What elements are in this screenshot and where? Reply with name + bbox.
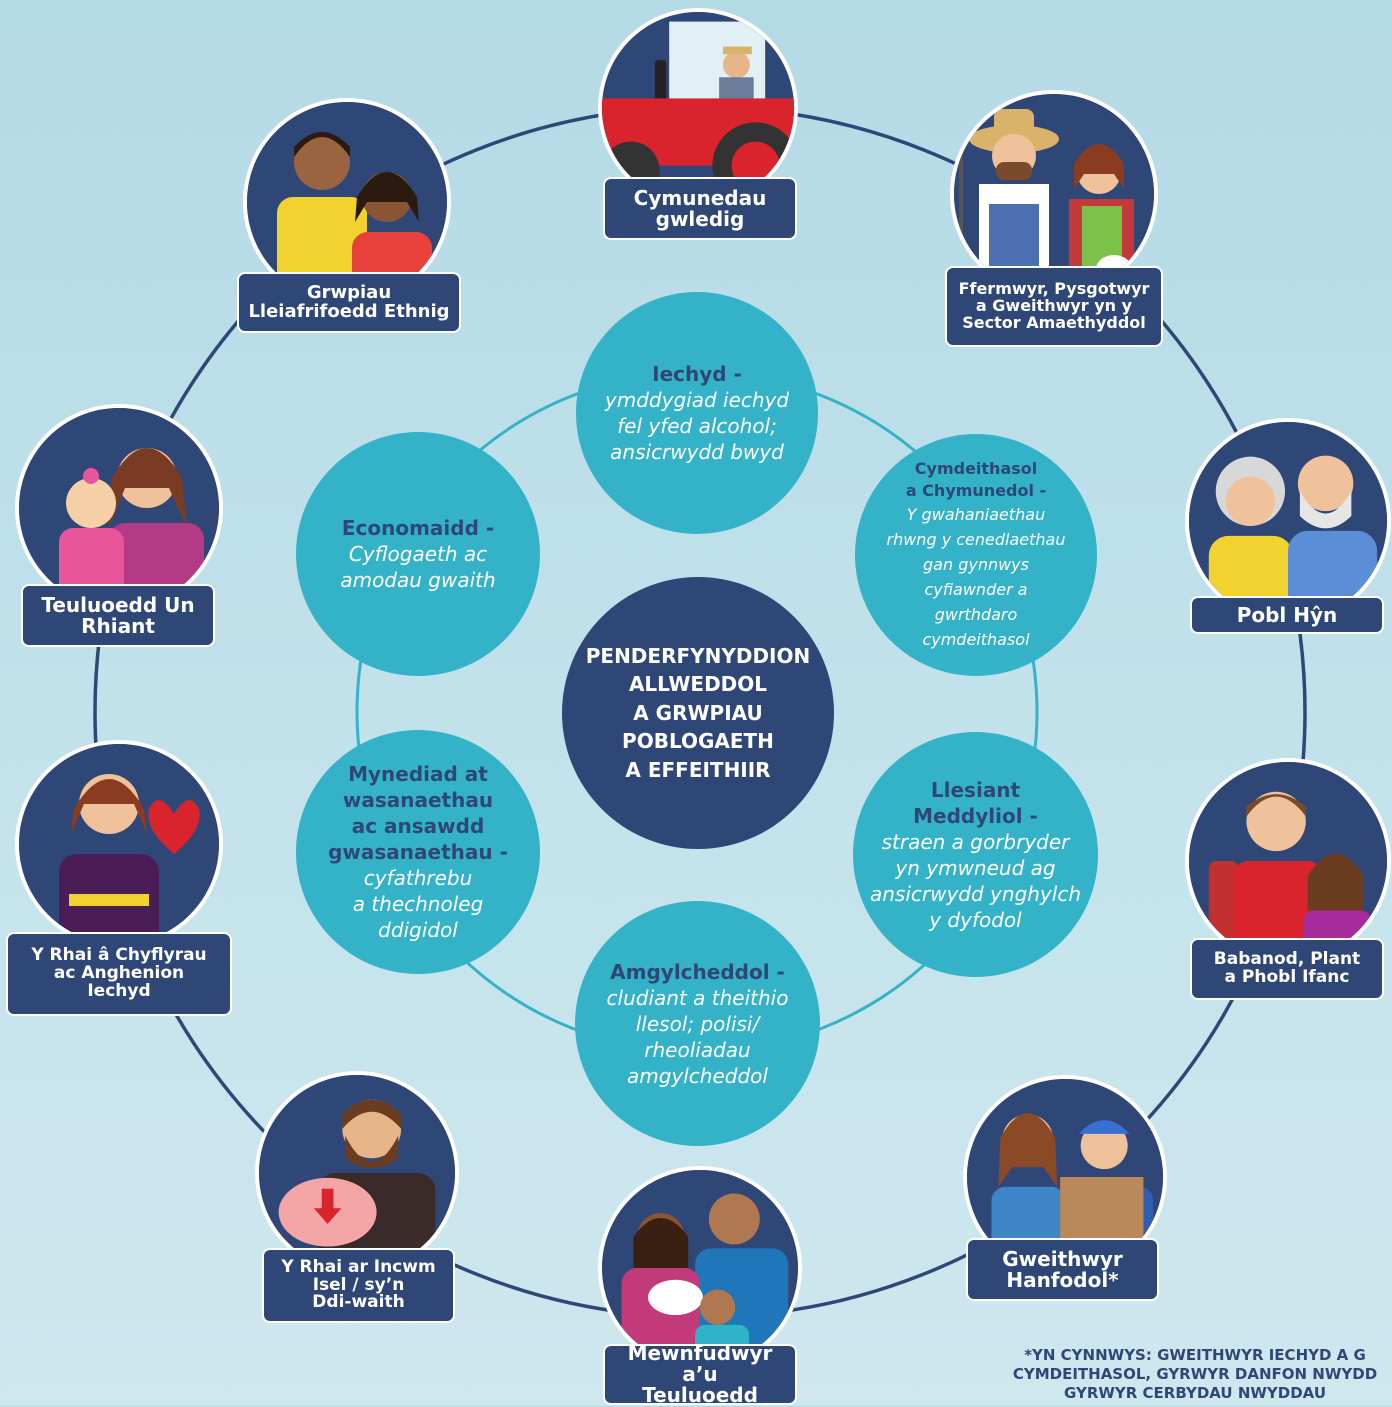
group-label-single-parent: Teuluoedd Un Rhiant: [21, 584, 215, 647]
determinant-economic: Economaidd - Cyflogaeth ac amodau gwaith: [296, 432, 540, 676]
determinant-title: Mynediad at wasanaethau ac ansawdd gwasa…: [328, 762, 508, 864]
group-label-low-income: Y Rhai ar Incwm Isel / sy’n Ddi-waith: [262, 1248, 455, 1323]
piggy-bank-man-icon: [255, 1071, 459, 1275]
group-label-health-conditions: Y Rhai â Chyflyrau ac Anghenion Iechyd: [6, 932, 232, 1016]
determinant-description: Cyflogaeth ac amodau gwaith: [340, 542, 496, 592]
young-people-icon: [1185, 758, 1391, 964]
health-condition-woman-icon: [15, 740, 223, 948]
determinant-health: Iechyd - ymddygiad iechyd fel yfed alcoh…: [576, 292, 818, 534]
determinant-description: Y gwahaniaethau rhwng y cenedlaethau gan…: [886, 505, 1066, 649]
footnote: *YN CYNNWYS: GWEITHWYR IECHYD A G CYMDEI…: [1012, 1346, 1378, 1402]
determinant-title: Cymdeithasol a Chymunedol -: [905, 459, 1047, 500]
central-title-circle: PENDERFYNYDDION ALLWEDDOL A GRWPIAU POBL…: [562, 577, 834, 849]
determinant-title: Amgylcheddol -: [610, 959, 785, 984]
group-label-young-people: Babanod, Plant a Phobl Ifanc: [1190, 938, 1384, 1000]
determinant-description: cludiant a theithio llesol; polisi/ rheo…: [606, 985, 789, 1088]
group-label-farmers: Ffermwyr, Pysgotwyr a Gweithwyr yn y Sec…: [945, 266, 1163, 347]
group-label-rural-communities: Cymunedau gwledig: [603, 177, 797, 240]
determinant-environmental: Amgylcheddol - cludiant a theithio lleso…: [575, 901, 820, 1146]
determinant-description: cyfathrebu a thechnoleg ddigidol: [352, 866, 484, 942]
group-label-ethnic-minority: Grwpiau Lleiafrifoedd Ethnig: [237, 272, 461, 333]
determinant-title: Economaidd -: [341, 516, 495, 540]
single-parent-icon: [15, 404, 223, 612]
determinant-title: Llesiant Meddyliol -: [913, 777, 1038, 828]
group-label-essential-workers: Gweithwyr Hanfodol*: [966, 1238, 1159, 1301]
group-label-older-people: Pobl Hŷn: [1190, 596, 1384, 634]
determinant-social-community: Cymdeithasol a Chymunedol - Y gwahaniaet…: [855, 434, 1097, 676]
determinant-description: ymddygiad iechyd fel yfed alcohol; ansic…: [604, 388, 790, 464]
determinant-mental-wellbeing: Llesiant Meddyliol - straen a gorbryder …: [853, 732, 1098, 977]
migrant-family-icon: [598, 1166, 802, 1370]
determinant-title: Iechyd -: [652, 362, 742, 386]
determinant-access-services: Mynediad at wasanaethau ac ansawdd gwasa…: [296, 730, 540, 974]
tractor-farmer-icon: [598, 8, 798, 208]
group-label-migrants-families: Mewnfudwyr a’u Teuluoedd: [603, 1343, 797, 1406]
determinant-description: straen a gorbryder yn ymwneud ag ansicrw…: [869, 829, 1081, 932]
older-couple-icon: [1185, 418, 1391, 624]
